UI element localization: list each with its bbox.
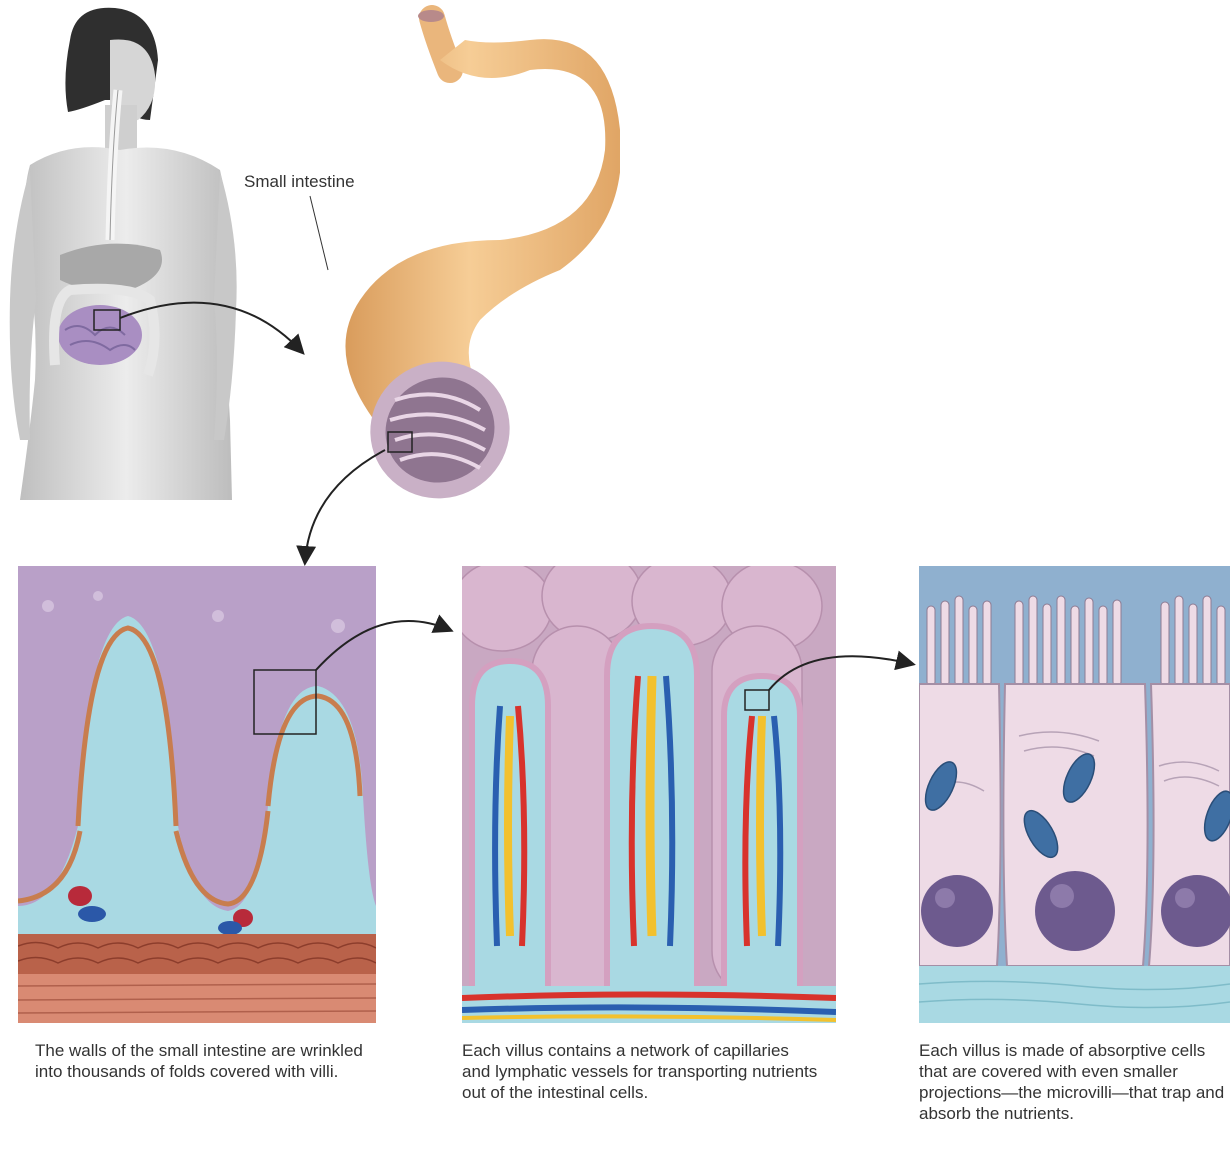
nucleus xyxy=(1035,871,1115,951)
villus-1 xyxy=(472,661,548,1023)
caption-villi-folds: The walls of the small intestine are wri… xyxy=(35,1040,365,1082)
nucleus xyxy=(1161,875,1230,947)
villi-folds-panel xyxy=(18,566,376,1023)
caption-villus-vessels: Each villus contains a network of capill… xyxy=(462,1040,822,1103)
caption-absorptive-cells: Each villus is made of absorptive cells … xyxy=(919,1040,1230,1124)
small-intestine-highlight xyxy=(58,305,142,365)
villus-3 xyxy=(724,676,800,1023)
villus-2 xyxy=(607,626,697,1023)
stomach-intestine-illustration xyxy=(280,0,620,520)
small-intestine-label: Small intestine xyxy=(244,172,355,192)
human-figure xyxy=(0,0,260,500)
absorptive-cells-panel xyxy=(919,566,1230,1023)
villus-vessels-panel xyxy=(462,566,836,1023)
nucleus xyxy=(921,875,993,947)
